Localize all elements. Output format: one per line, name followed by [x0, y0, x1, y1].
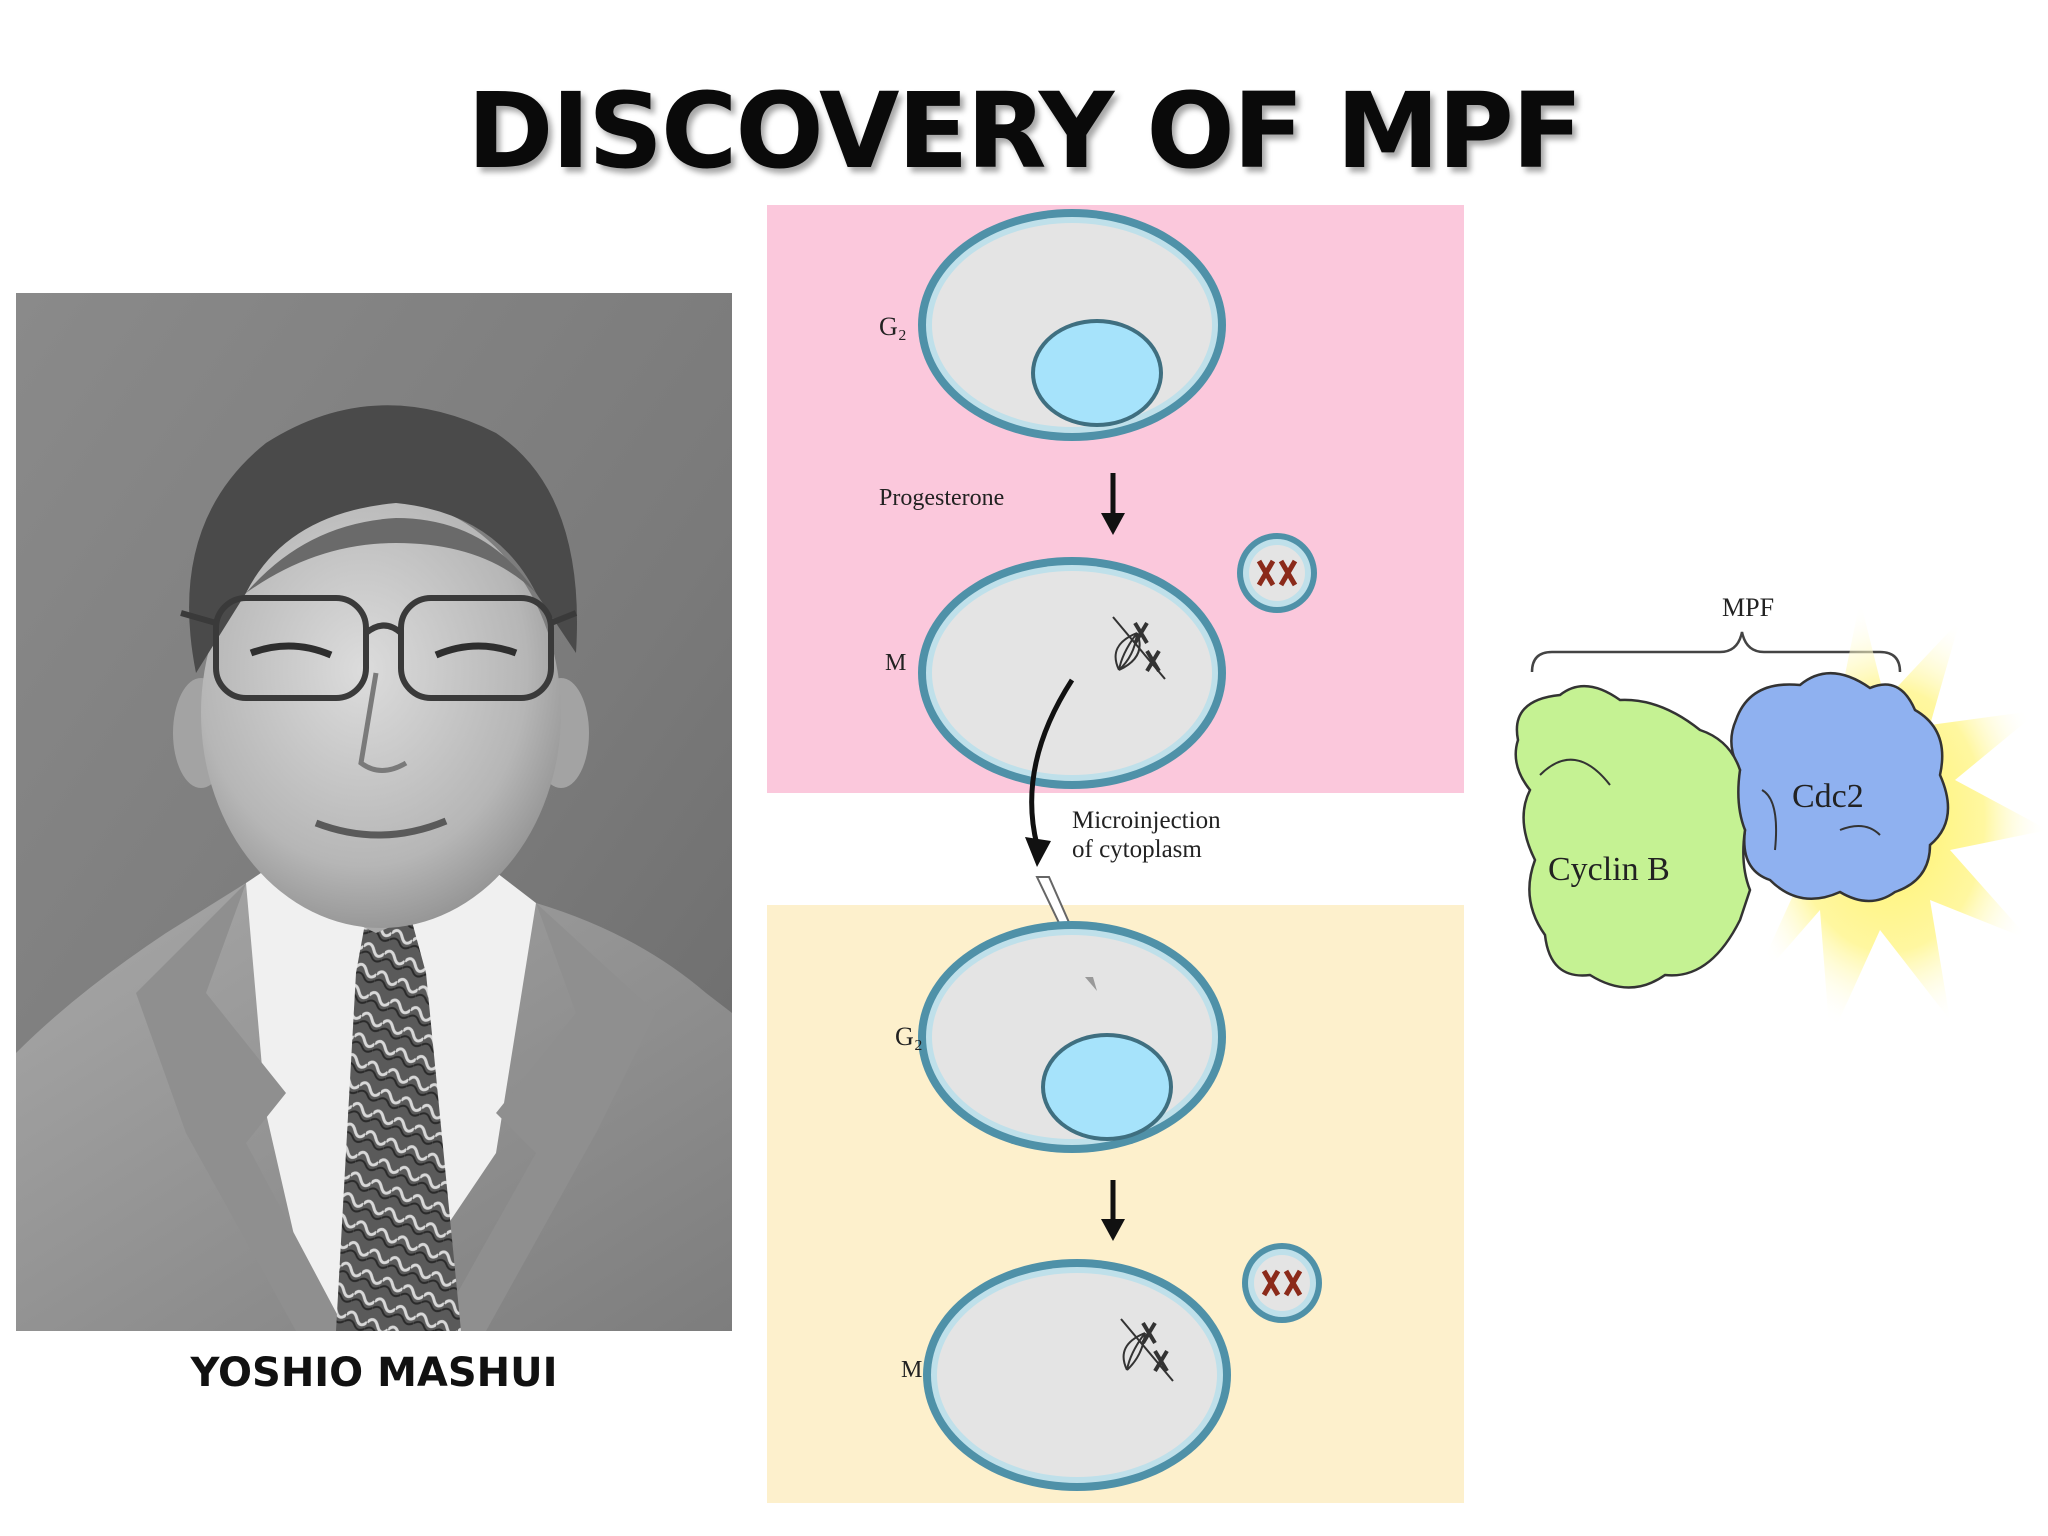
stage-label-g2-bottom: G₂	[895, 1022, 923, 1051]
microinjection-label-1: Microinjection	[1072, 807, 1221, 834]
polar-body-bottom	[1242, 1243, 1322, 1323]
polar-body-top	[1237, 533, 1317, 613]
g2-oocyte-top	[918, 209, 1226, 441]
oocyte-diagram: G₂ Progesterone M Microinjection of cyto…	[767, 205, 1464, 1503]
microinjection-arrow	[1029, 678, 1075, 846]
cyclin-b-subunit	[1514, 684, 1752, 989]
m-oocyte-top	[918, 557, 1226, 789]
mpf-brace	[1530, 631, 1902, 673]
cyclin-b-label: Cyclin B	[1548, 851, 1670, 888]
portrait-photo	[16, 293, 732, 1331]
progesterone-label: Progesterone	[879, 485, 1004, 511]
portrait-caption: YOSHIO MASHUI	[190, 1350, 558, 1396]
mpf-complex-diagram: MPF Cyclin B Cdc2	[1514, 593, 2048, 1040]
stage-label-m-top: M	[885, 650, 906, 676]
stage-label-m-bottom: M	[901, 1357, 922, 1383]
g2-oocyte-bottom	[918, 921, 1226, 1153]
stage-label-g2-top: G₂	[879, 312, 907, 341]
cdc2-label: Cdc2	[1792, 778, 1864, 815]
microinjection-label-2: of cytoplasm	[1072, 836, 1202, 863]
m-oocyte-bottom	[923, 1259, 1231, 1491]
slide-title: DISCOVERY OF MPF	[467, 70, 1583, 192]
mpf-label: MPF	[1722, 593, 1774, 622]
